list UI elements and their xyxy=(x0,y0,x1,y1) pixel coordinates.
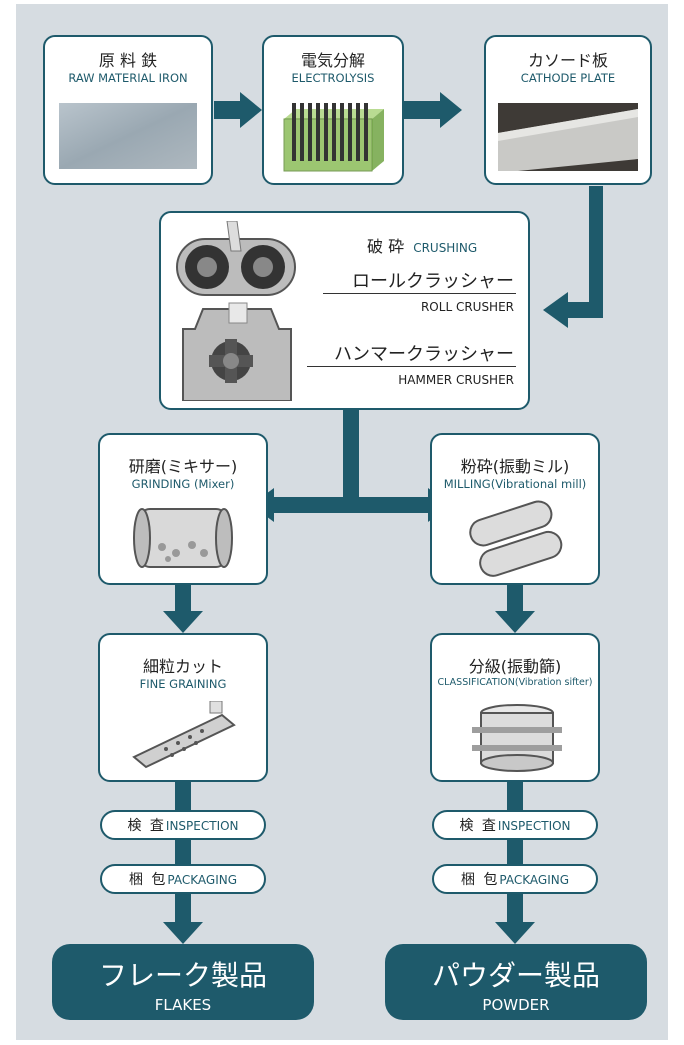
step-milling: 粉砕(振動ミル) MILLING(Vibrational mill) xyxy=(430,433,600,585)
step-cathode-plate-jp: カソード板 xyxy=(527,51,608,70)
step-fine-graining-en: FINE GRAINING xyxy=(139,677,227,691)
packaging-left: 梱 包PACKAGING xyxy=(100,864,266,894)
product-powder-jp: パウダー製品 xyxy=(431,959,600,992)
step-grinding-jp: 研磨(ミキサー) xyxy=(128,457,238,476)
step-milling-jp: 粉砕(振動ミル) xyxy=(460,457,570,476)
step-raw-material: 原 料 鉄 RAW MATERIAL IRON xyxy=(43,35,213,185)
hammer-crusher-divider xyxy=(307,366,516,367)
roll-crusher-en: ROLL CRUSHER xyxy=(420,300,514,314)
step-fine-graining: 細粒カット FINE GRAINING xyxy=(98,633,268,782)
sieve-tray-illustration xyxy=(132,701,236,769)
product-flakes: フレーク製品 FLAKES xyxy=(52,944,314,1020)
step-fine-graining-jp: 細粒カット xyxy=(142,657,223,676)
step-cathode-plate-en: CATHODE PLATE xyxy=(520,71,616,85)
vibration-mill-illustration xyxy=(469,500,563,577)
crushing-title-en: CRUSHING xyxy=(413,241,478,255)
packaging-left-en: PACKAGING xyxy=(167,873,238,887)
step-electrolysis-jp: 電気分解 xyxy=(300,51,365,70)
inspection-left-en: INSPECTION xyxy=(165,819,239,833)
raw-iron-illustration xyxy=(59,103,197,169)
cathode-plate-illustration xyxy=(498,103,638,171)
inspection-right-en: INSPECTION xyxy=(497,819,571,833)
product-flakes-jp: フレーク製品 xyxy=(98,959,267,992)
inspection-right: 検 査INSPECTION xyxy=(432,810,598,840)
inspection-right-jp: 検 査 xyxy=(459,818,498,834)
packaging-right-jp: 梱 包 xyxy=(460,872,500,888)
step-classification: 分級(振動篩) CLASSIFICATION(Vibration sifter) xyxy=(430,633,600,782)
step-raw-material-en: RAW MATERIAL IRON xyxy=(68,71,188,85)
electrolysis-tank-illustration xyxy=(283,103,384,172)
crushing-title-jp: 破 砕 xyxy=(367,237,405,256)
roll-crusher-divider xyxy=(323,293,516,294)
step-classification-jp: 分級(振動篩) xyxy=(468,657,562,676)
step-grinding: 研磨(ミキサー) GRINDING (Mixer) xyxy=(98,433,268,585)
crusher-illustration xyxy=(176,221,296,401)
packaging-left-jp: 梱 包 xyxy=(128,872,168,888)
roll-crusher-jp: ロールクラッシャー xyxy=(352,271,514,292)
step-crushing: 破 砕 CRUSHING ロールクラッシャー ROLL CRUSHER ハンマー… xyxy=(159,211,530,410)
crushing-title: 破 砕 CRUSHING xyxy=(367,233,477,257)
inspection-left-jp: 検 査 xyxy=(127,818,166,834)
packaging-right: 梱 包PACKAGING xyxy=(432,864,598,894)
step-classification-en: CLASSIFICATION(Vibration sifter) xyxy=(437,677,593,688)
step-electrolysis-en: ELECTROLYSIS xyxy=(291,71,375,85)
product-powder-en: POWDER xyxy=(482,996,550,1014)
hammer-crusher-en: HAMMER CRUSHER xyxy=(398,373,514,387)
hammer-crusher-jp: ハンマークラッシャー xyxy=(334,344,514,365)
step-raw-material-jp: 原 料 鉄 xyxy=(98,51,158,70)
step-milling-en: MILLING(Vibrational mill) xyxy=(443,477,587,491)
product-powder: パウダー製品 POWDER xyxy=(385,944,647,1020)
product-flakes-en: FLAKES xyxy=(154,996,212,1014)
packaging-right-en: PACKAGING xyxy=(499,873,570,887)
inspection-left: 検 査INSPECTION xyxy=(100,810,266,840)
mixer-illustration xyxy=(133,508,233,568)
step-grinding-en: GRINDING (Mixer) xyxy=(131,477,235,491)
step-cathode-plate: カソード板 CATHODE PLATE xyxy=(484,35,652,185)
vibration-sifter-illustration xyxy=(472,704,562,772)
step-electrolysis: 電気分解 ELECTROLYSIS xyxy=(262,35,404,185)
